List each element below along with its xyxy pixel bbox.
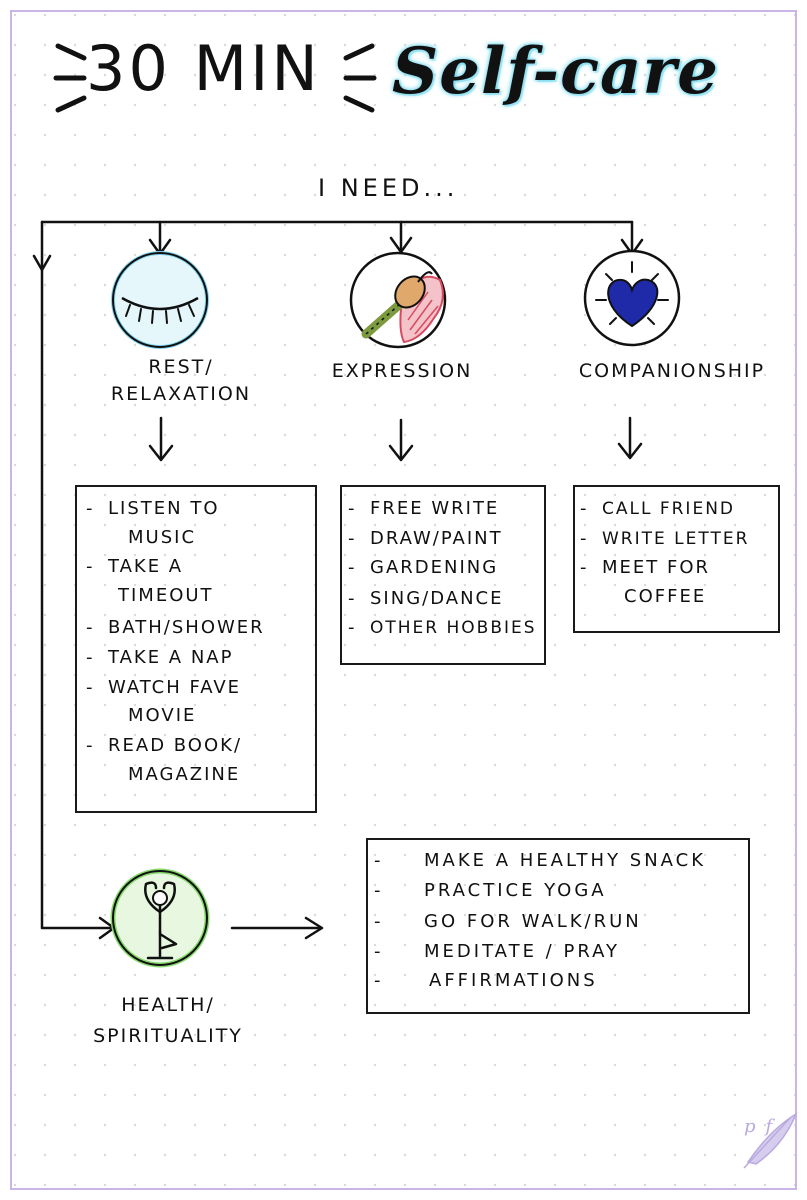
category-label-expression: EXPRESSION — [331, 360, 473, 382]
category-label-companionship: COMPANIONSHIP — [578, 360, 766, 382]
list-item-continued: MAGAZINE — [128, 764, 241, 785]
list-item: -CALL FRIEND — [580, 498, 735, 519]
expression-activities-box — [340, 485, 546, 665]
subtitle-i-need: I NEED... — [318, 174, 459, 202]
title-rays-left — [53, 43, 87, 113]
list-item: -LISTEN TO — [86, 498, 220, 519]
paintbrush-icon — [349, 251, 447, 349]
category-label-rest: REST/ RELAXATION — [110, 356, 252, 405]
rest-activities-box — [75, 485, 317, 813]
closed-eye-icon — [111, 251, 209, 349]
list-item: -BATH/SHOWER — [86, 617, 265, 638]
list-item: -READ BOOK/ — [86, 735, 243, 756]
title-30-min: 30 MIN — [86, 32, 321, 105]
list-item: -DRAW/PAINT — [348, 528, 503, 549]
list-item: -SING/DANCE — [348, 588, 504, 609]
list-item: -OTHER HOBBIES — [348, 617, 537, 638]
list-item: -MAKE A HEALTHY SNACK — [374, 850, 707, 871]
title-rays-right — [343, 43, 377, 113]
list-item-continued: MOVIE — [128, 705, 197, 726]
title-self-care: Self-care — [392, 34, 719, 109]
list-item: -FREE WRITETAKE A — [86, 556, 184, 577]
list-item-continued: TIMEOUT — [118, 585, 214, 606]
list-item-continued: MUSIC — [128, 527, 197, 548]
list-item: -GO FOR WALK/RUN — [374, 911, 642, 932]
list-item: -GARDENING — [348, 557, 499, 578]
page-border — [10, 10, 797, 1190]
list-item: -MEDITATE / PRAY — [374, 941, 621, 962]
list-item: -AFFIRMATIONS — [374, 970, 598, 991]
list-item: -MEET FOR — [580, 557, 711, 578]
list-item: -WRITE LETTER — [580, 528, 750, 549]
dot-grid — [12, 12, 795, 1188]
category-label-health: HEALTH/ SPIRITUALITY — [93, 994, 243, 1047]
heart-icon — [583, 249, 681, 347]
feather-logo-icon — [743, 1112, 798, 1169]
list-item: -WATCH FAVE — [86, 677, 242, 698]
list-item: -TAKE A NAP — [86, 647, 234, 668]
companionship-activities-box — [573, 485, 780, 633]
list-item: -PRACTICE YOGA — [374, 880, 607, 901]
list-item-continued: COFFEE — [624, 586, 707, 607]
watermark-letters: pf — [744, 1116, 783, 1137]
list-item: -FREE WRITE — [348, 498, 500, 519]
health-activities-box — [366, 838, 750, 1014]
yoga-figure-icon — [110, 868, 210, 968]
